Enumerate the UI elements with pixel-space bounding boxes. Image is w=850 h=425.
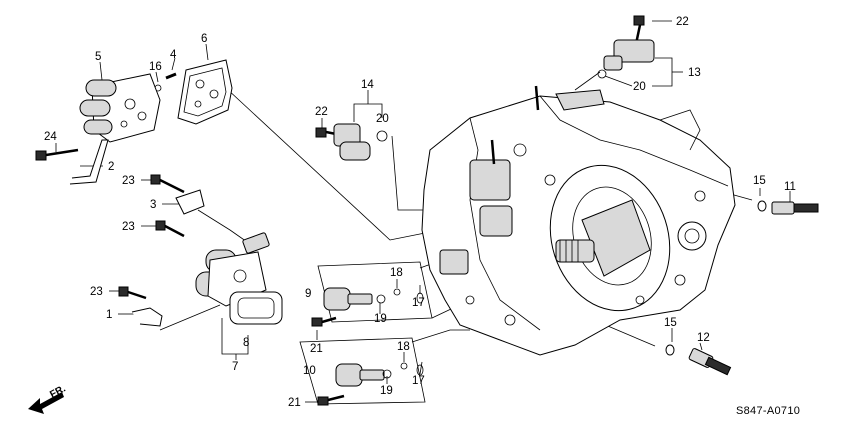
callout-labels: 1 2 3 4 5 6 7 8 9 10 11 12 13 14 15 15 1… bbox=[44, 16, 796, 409]
callout-8: 8 bbox=[243, 337, 249, 349]
callout-6: 6 bbox=[201, 33, 207, 45]
speed-sensor-9 bbox=[311, 287, 424, 327]
drawing-code: S847-A0710 bbox=[736, 405, 800, 417]
callout-22-top: 22 bbox=[676, 16, 689, 28]
callout-22-centre: 22 bbox=[315, 106, 328, 118]
callout-21-upper: 21 bbox=[310, 343, 323, 355]
transmission-housing bbox=[421, 85, 736, 356]
callout-16: 16 bbox=[149, 61, 162, 73]
callout-17-lower: 17 bbox=[412, 375, 425, 387]
callout-19-upper: 19 bbox=[374, 313, 387, 325]
callout-23-upper: 23 bbox=[122, 175, 135, 187]
callout-3: 3 bbox=[150, 199, 156, 211]
callout-12: 12 bbox=[697, 332, 710, 344]
callout-7: 7 bbox=[232, 361, 238, 373]
callout-24: 24 bbox=[44, 131, 57, 143]
front-direction-arrow bbox=[28, 392, 64, 414]
callout-18-upper: 18 bbox=[390, 267, 403, 279]
callout-17-upper: 17 bbox=[412, 297, 425, 309]
pressure-switch-11 bbox=[757, 200, 819, 215]
callout-20-top: 20 bbox=[633, 81, 646, 93]
shift-solenoid-13 bbox=[597, 15, 655, 79]
callout-9: 9 bbox=[305, 288, 311, 300]
callout-5: 5 bbox=[95, 51, 101, 63]
solenoid-valve-assembly bbox=[35, 59, 233, 185]
callout-11: 11 bbox=[784, 181, 796, 193]
callout-23-middle: 23 bbox=[122, 221, 135, 233]
pressure-switch-12 bbox=[665, 344, 732, 376]
direction-label: FR. bbox=[48, 383, 68, 400]
callout-1: 1 bbox=[106, 309, 112, 321]
callout-4: 4 bbox=[170, 49, 177, 61]
shift-solenoid-14 bbox=[315, 123, 388, 161]
callout-15-bottom: 15 bbox=[664, 317, 677, 329]
callout-14: 14 bbox=[361, 79, 374, 91]
callout-10: 10 bbox=[303, 365, 316, 377]
callout-19-lower: 19 bbox=[380, 385, 393, 397]
callout-23-lower: 23 bbox=[90, 286, 103, 298]
speed-sensor-10 bbox=[317, 362, 424, 406]
lockup-solenoid-assembly bbox=[118, 174, 283, 327]
callout-18-lower: 18 bbox=[397, 341, 410, 353]
callout-13: 13 bbox=[688, 67, 701, 79]
callout-20-centre: 20 bbox=[376, 113, 389, 125]
callout-15-right: 15 bbox=[753, 175, 766, 187]
callout-2: 2 bbox=[108, 161, 114, 173]
callout-21-lower: 21 bbox=[288, 397, 301, 409]
